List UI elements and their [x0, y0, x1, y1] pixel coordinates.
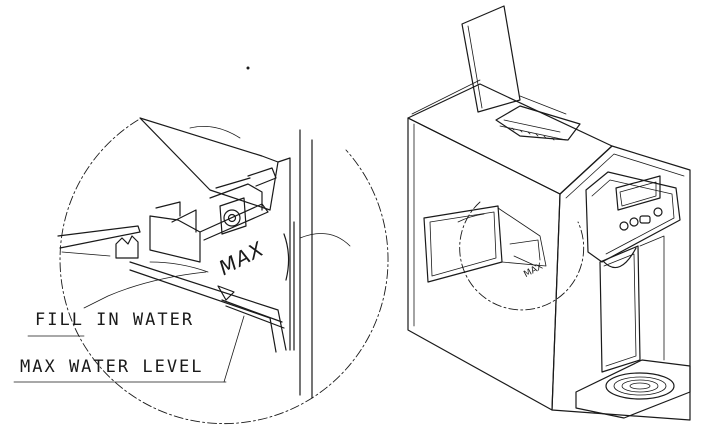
max-leader: [223, 315, 245, 383]
button-1: [619, 221, 629, 231]
front-panel: [551, 145, 691, 421]
tank-right-edge: [277, 157, 291, 351]
magnified-detail: [13, 117, 389, 425]
max-water-level-label: MAX WATER LEVEL: [20, 357, 204, 377]
small-detail-circle: [459, 201, 585, 311]
button-4: [653, 207, 663, 217]
fill-in-water-label: FILL IN WATER: [35, 310, 195, 330]
button-2: [629, 217, 639, 227]
detail-circle-outline: [59, 119, 389, 425]
drip-tray: [575, 359, 691, 419]
tank-floor: [129, 261, 287, 351]
viewing-window: [423, 205, 503, 283]
lid-flap: [57, 225, 141, 249]
max-arrowhead: [217, 285, 235, 301]
sensor-housing: [149, 215, 201, 263]
button-3: [639, 215, 651, 224]
float-pivot: [223, 209, 241, 227]
control-display: [615, 175, 661, 211]
ice-maker-body: [246, 5, 691, 421]
tank-back-wall: [139, 117, 279, 211]
open-lid: [461, 5, 521, 113]
clip-part: [115, 235, 139, 259]
fill-leader: [83, 271, 207, 309]
ice-basket: [495, 105, 581, 141]
dispenser-column: [599, 245, 641, 373]
